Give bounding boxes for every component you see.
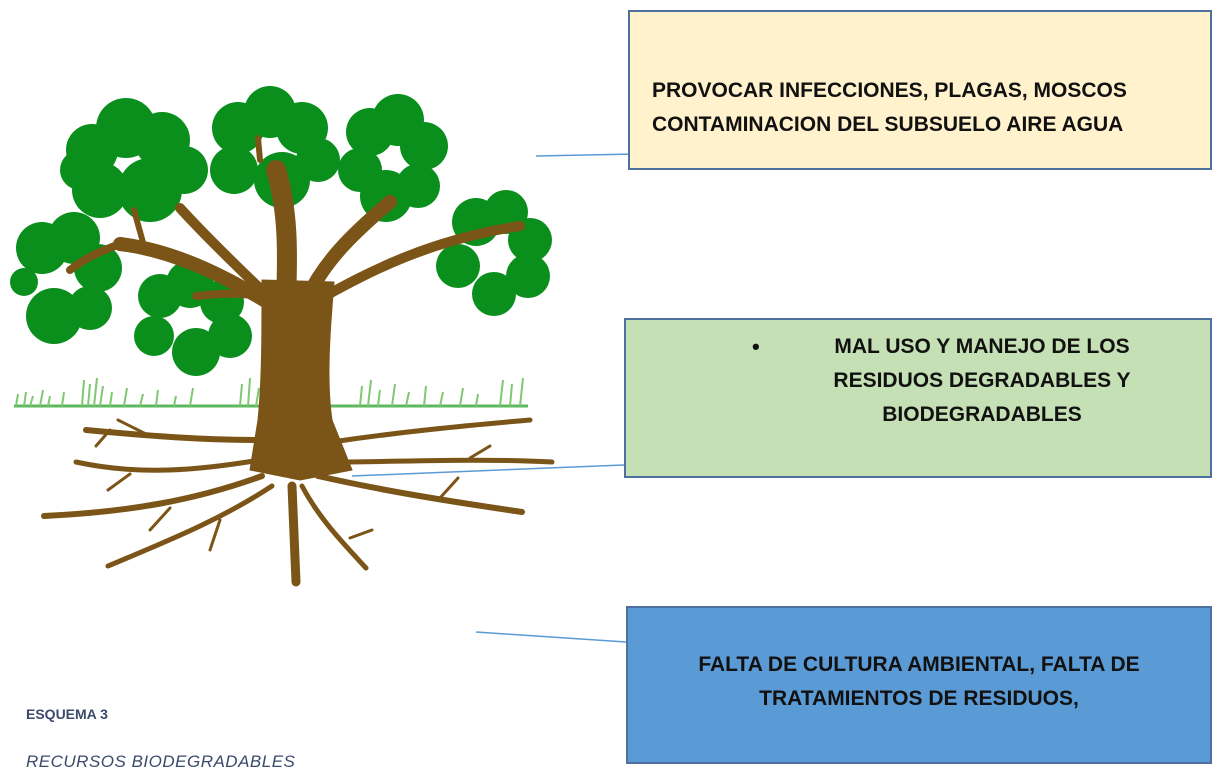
- cause-box: • MAL USO Y MANEJO DE LOS RESIDUOS DEGRA…: [624, 318, 1212, 478]
- bullet-icon: •: [752, 334, 760, 359]
- foliage-cluster-left: [10, 212, 122, 344]
- connector-to-roots: [475, 631, 627, 643]
- effects-line-2: CONTAMINACION DEL SUBSUELO AIRE AGUA: [652, 113, 1124, 136]
- roots-box: FALTA DE CULTURA AMBIENTAL, FALTA DE TRA…: [626, 606, 1212, 764]
- figure-caption: ESQUEMA 3: [26, 706, 108, 722]
- tree-illustration: [10, 86, 555, 587]
- cause-text: MAL USO Y MANEJO DE LOS RESIDUOS DEGRADA…: [833, 335, 1131, 426]
- roots-line-1: FALTA DE CULTURA AMBIENTAL, FALTA DE: [698, 653, 1140, 676]
- effects-box: PROVOCAR INFECCIONES, PLAGAS, MOSCOS CON…: [628, 10, 1212, 170]
- foliage-cluster-right: [436, 190, 552, 316]
- roots: [41, 417, 555, 587]
- effects-line-1: PROVOCAR INFECCIONES, PLAGAS, MOSCOS: [652, 79, 1127, 102]
- foliage-cluster-top-left: [60, 98, 208, 222]
- trunk: [66, 135, 525, 481]
- roots-line-2: TRATAMIENTOS DE RESIDUOS,: [759, 687, 1079, 710]
- figure-subcaption: RECURSOS BIODEGRADABLES: [26, 752, 296, 771]
- cause-bullet-item: • MAL USO Y MANEJO DE LOS RESIDUOS DEGRA…: [752, 330, 1190, 432]
